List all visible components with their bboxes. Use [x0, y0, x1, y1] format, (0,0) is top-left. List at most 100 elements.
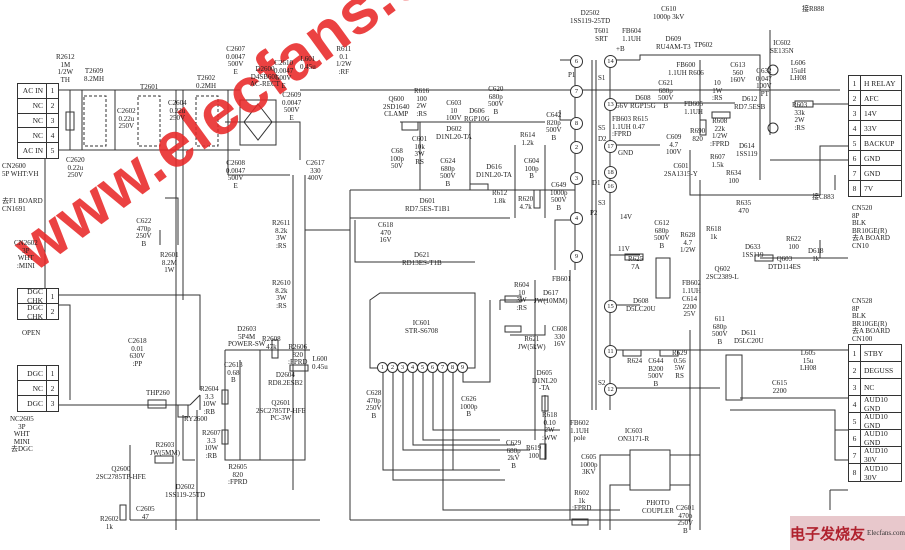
label-c610: C610 1000p 3kV	[653, 5, 685, 21]
label-r619: R619 100	[526, 444, 542, 460]
label-q602: Q602 2SC2389-L	[706, 265, 739, 281]
label-c613: C613 560 160V	[730, 61, 746, 84]
pin-name: DGC CHK	[18, 287, 47, 305]
label-v11: 11V	[618, 245, 630, 253]
label-t601: T601 SRT	[594, 27, 609, 43]
label-c614: C614 2200 25V	[682, 295, 698, 318]
label-c2613: C2613 0.68 B	[224, 361, 243, 384]
label-c629: C629 680p 2kV B	[506, 439, 522, 470]
pin-name: DEGUSS	[860, 362, 901, 378]
label-r635: R635 470	[736, 199, 752, 215]
label-ry2600: RY2600	[184, 415, 208, 423]
pin-number: 2	[50, 383, 55, 393]
label-photo: PHOTO COUPLER	[642, 499, 674, 515]
label-r2605: R2605 820 :FPRD	[228, 463, 248, 486]
pin-number: 5	[852, 138, 857, 148]
pin-name: AFC	[860, 91, 901, 105]
pin-name: 7V	[860, 181, 901, 196]
label-c603: C603 10 100V	[446, 99, 462, 122]
label-d611: D611 D5LC20U	[734, 329, 764, 345]
label-r618: R618 0.10 2W :WW	[542, 411, 558, 442]
label-d621: D621 RD13ES-T1B	[402, 251, 442, 267]
logo-cn: 电子发烧友	[790, 525, 866, 543]
pin-number: 1	[50, 368, 55, 378]
pin-number: 4	[852, 123, 857, 133]
transformer-pin: 13	[604, 98, 617, 111]
label-cn2602: CN2602 3P WHT :MINI	[14, 239, 38, 270]
pin-name: AUD10 30V	[860, 446, 901, 464]
label-c642: C642 820p 500V B	[546, 111, 562, 142]
label-d2: D2	[598, 135, 607, 143]
label-c2618: C2618 0.01 630V :PP	[128, 337, 147, 368]
label-r620: R620 4.7k	[518, 195, 534, 211]
pin-number: 7	[852, 168, 857, 178]
label-c632: C632 0.047 100V :PT	[756, 67, 772, 98]
label-ic602: IC602 SE135N	[770, 39, 794, 55]
label-c611: 611 680p 500V B	[712, 315, 728, 346]
label-d616: D616 D1NL20-TA	[476, 163, 512, 179]
label-c2608: C2608 0.0047 500V E	[226, 159, 246, 190]
label-r622: R622 100	[786, 235, 802, 251]
pin-number: 6	[852, 153, 857, 163]
label-c2607: C2607 0.0047 500V E	[226, 45, 246, 76]
transformer-pin: 17	[604, 140, 617, 153]
transformer-pin: 3	[570, 172, 583, 185]
label-c2610: C2610 0.0047 500V E	[274, 59, 294, 90]
label-c624: C624 680p 500V B	[440, 157, 456, 188]
pin-name: AUD10 GND	[860, 395, 901, 413]
label-q601: C601 2SA1315-Y	[664, 162, 698, 178]
label-d1: D1	[592, 179, 601, 187]
label-c615: C615 2200	[772, 379, 788, 395]
transformer-pin: 12	[604, 383, 617, 396]
label-d602: D602 D1NL20-TA	[436, 125, 472, 141]
label-r2612: R2612 1M 1/2W TH	[56, 53, 75, 84]
label-c620: C620 680p 500V B	[488, 85, 504, 116]
label-c2604: C2604 0.22u 250V	[168, 99, 187, 122]
label-c626: C626 1000p B	[460, 395, 478, 418]
transformer-pin: 7	[570, 85, 583, 98]
pin-number: 3	[50, 399, 55, 408]
pin-number: 4	[50, 130, 55, 140]
label-d609: D609 RU4AM-T3	[656, 35, 691, 51]
transformer-pin: 11	[604, 345, 617, 358]
label-r2604: R2604 3.3 10W :RB	[200, 385, 219, 416]
label-fb602: FB602 1.1UH pole	[570, 419, 590, 442]
label-c609: C609 4.7 100V	[666, 133, 682, 156]
label-s3: S3	[598, 199, 606, 207]
pin-name: NC	[18, 113, 47, 128]
label-nc2605: NC2605 3P WHT MINI 去DGC	[10, 415, 34, 453]
label-f1board: 去F1 BOARD CN1691	[2, 197, 43, 213]
label-ic601: IC601 STR-S6708	[405, 319, 439, 335]
pin-number: 3	[50, 115, 55, 125]
label-l606: L606 15uH LH08	[790, 59, 807, 82]
pin-number: 1	[50, 86, 55, 96]
transformer-pin: 2	[570, 141, 583, 154]
label-c604: C604 100p B	[524, 157, 540, 180]
pin-number: 6	[852, 433, 857, 443]
label-r611: R611 0.1 1/2W :RF	[336, 45, 352, 76]
label-s2: S2	[598, 379, 606, 387]
pin-number: 1	[852, 78, 857, 88]
label-l600: L600 0.45u	[312, 355, 328, 371]
label-d617: D617 JW(10MM)	[534, 289, 568, 305]
label-r608: R608 22k 1/2W :FPRD	[710, 117, 730, 148]
label-c608: C608 330 16V	[552, 325, 568, 348]
pin-name: GND	[860, 151, 901, 165]
label-d2602: D2602 1SS119-25TD	[165, 483, 206, 499]
label-r2602: R2602 1k	[100, 515, 119, 531]
pin-name: NC	[18, 98, 47, 113]
label-r2608: R2608 47k	[262, 335, 281, 351]
label-r634: R634 100	[726, 169, 742, 185]
pin-number: 7	[852, 450, 857, 460]
label-s5: S5	[598, 124, 606, 132]
label-c621: C621 680p 500V B	[658, 79, 674, 110]
